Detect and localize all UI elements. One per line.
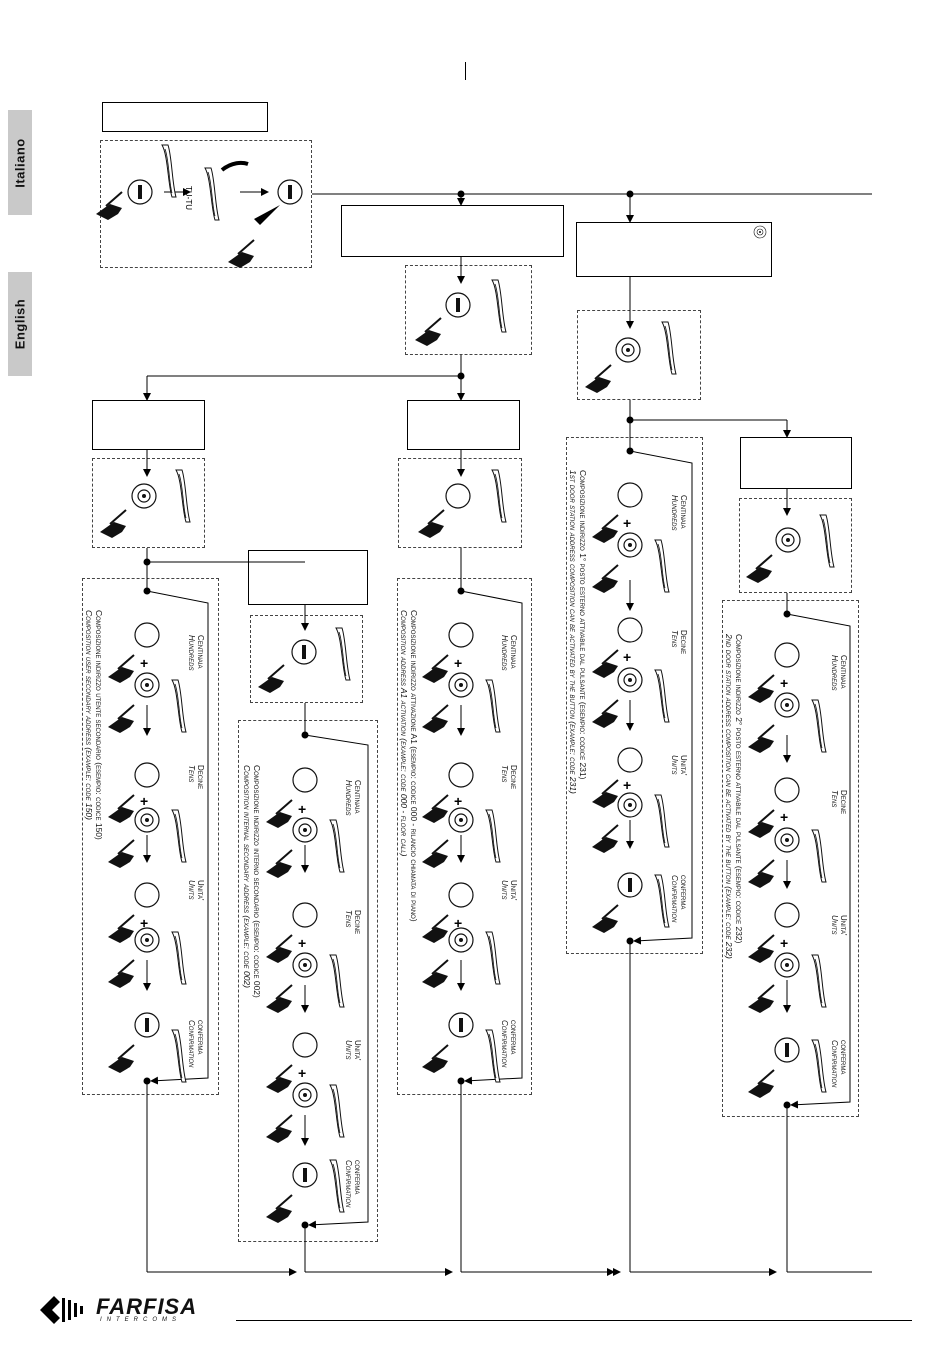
col3-title-it: Composizione indirizzo attivazione A1 (e… xyxy=(409,610,419,922)
svg-text:+: + xyxy=(298,935,306,951)
col3-units-label: Unita'Units xyxy=(500,880,518,901)
col3-header-box xyxy=(407,400,520,450)
logo-mark-icon xyxy=(40,1296,83,1324)
svg-text:+: + xyxy=(140,915,148,931)
svg-text:+: + xyxy=(780,809,788,825)
branch2-step-box xyxy=(577,310,701,400)
col1-title-it: Composizione indirizzo utente secondario… xyxy=(94,610,104,840)
col4-units-label: Unita'Units xyxy=(670,755,688,776)
col4-sequence-box xyxy=(566,437,703,954)
col5-header-box xyxy=(740,437,852,489)
col5-title-en: 2nd door station address composition can… xyxy=(724,634,734,959)
svg-text:+: + xyxy=(298,1065,306,1081)
tab-italiano: Italiano xyxy=(8,110,32,215)
svg-text:TU-TU: TU-TU xyxy=(184,186,193,210)
col1-header-box xyxy=(92,400,205,450)
svg-text:+: + xyxy=(454,655,462,671)
col2-header-box xyxy=(248,550,368,605)
svg-text:+: + xyxy=(454,915,462,931)
col5-title-it: Composizione indirizzo 2° posto esterno … xyxy=(734,634,744,944)
col5-sequence-box xyxy=(722,600,859,1117)
branch-header-box-1 xyxy=(341,205,564,257)
svg-text:+: + xyxy=(140,655,148,671)
svg-text:+: + xyxy=(623,777,631,793)
col4-title-it: Composizione indirizzo 1° posto esterno … xyxy=(578,470,588,780)
logo-sub: INTERCOMS xyxy=(100,1317,181,1323)
farfisa-logo: FARFISA INTERCOMS xyxy=(38,1290,238,1330)
cut-mark xyxy=(465,62,466,80)
svg-text:+: + xyxy=(140,793,148,809)
start-sequence-icons xyxy=(95,144,303,269)
start-step-box xyxy=(100,140,312,268)
branch1-step-box xyxy=(405,265,532,355)
tab-english: English xyxy=(8,272,32,376)
branch-header-box-2 xyxy=(576,222,772,277)
col2-sequence-box xyxy=(238,720,378,1242)
logo-name: FARFISA xyxy=(96,1294,198,1319)
col2-step-box xyxy=(250,615,363,703)
col1-step-box xyxy=(92,458,205,548)
svg-text:+: + xyxy=(298,801,306,817)
svg-text:+: + xyxy=(623,515,631,531)
col3-sequence-box xyxy=(397,578,532,1095)
col2-title-it: Composizione indirizzo interno secondari… xyxy=(252,765,262,998)
svg-text:+: + xyxy=(780,675,788,691)
svg-text:+: + xyxy=(780,935,788,951)
col5-units-label: Unita'Units xyxy=(830,915,848,936)
footer-rule xyxy=(236,1320,912,1321)
col1-units-label: Unita'Units xyxy=(187,880,205,901)
col3-step-box xyxy=(398,458,522,548)
col1-sequence-box xyxy=(82,578,219,1095)
col5-step-box xyxy=(739,498,852,593)
col3-title-en: Composition address A1 activation (examp… xyxy=(399,610,409,857)
col1-title-en: Composition user secondary address (exam… xyxy=(84,610,94,820)
col4-title-en: 1st door station address composition can… xyxy=(568,470,578,794)
svg-text:+: + xyxy=(623,649,631,665)
start-header-box xyxy=(102,102,268,132)
col2-units-label: Unita'Units xyxy=(344,1040,362,1061)
col2-title-en: Composition internal secondary address (… xyxy=(242,765,252,988)
svg-text:+: + xyxy=(454,793,462,809)
